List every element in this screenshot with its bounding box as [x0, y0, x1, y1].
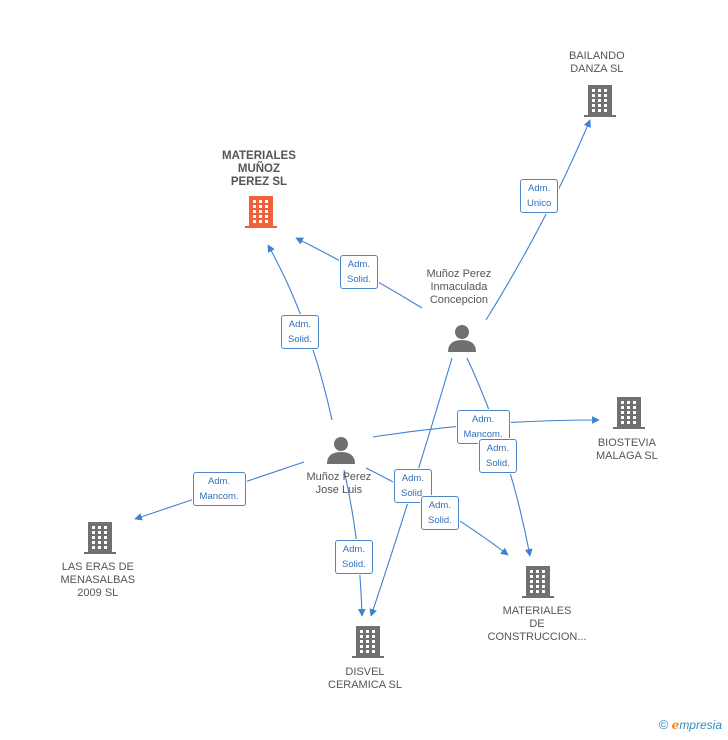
edge-label-e9: Adm. Solid.: [335, 540, 373, 574]
edge-label-line: Mancom.: [463, 429, 503, 440]
node-label-line: LAS ERAS DE: [61, 561, 134, 573]
edge-label-line: Mancom.: [199, 491, 239, 502]
edge-label-e2: Adm. Unico: [520, 179, 559, 213]
node-label-line: Muñoz Perez: [306, 471, 372, 483]
node-label-line: Muñoz Perez: [426, 268, 492, 280]
node-label-line: DISVEL: [345, 666, 385, 678]
edge-label-line: Adm.: [528, 183, 551, 194]
node-label-line: MATERIALES: [502, 605, 572, 617]
edge-inmaculada-to-bailando: [485, 119, 591, 321]
edge-label-line: Solid.: [428, 515, 452, 526]
edge-label-line: Adm.: [207, 476, 231, 487]
building-icon-las-eras[interactable]: [84, 522, 116, 554]
building-icon-materiales-munoz[interactable]: [245, 196, 277, 228]
node-label-line: CERAMICA SL: [328, 679, 402, 691]
node-label-line: 2009 SL: [77, 587, 119, 599]
edge-label-line: Solid.: [342, 559, 366, 570]
person-icon-jose-luis[interactable]: [327, 437, 355, 464]
node-label-line: Jose Luis: [315, 484, 363, 496]
edge-label-e6: Adm. Mancom.: [192, 472, 246, 506]
node-label-line: DE: [529, 618, 545, 630]
edge-label-line: Adm.: [347, 259, 370, 270]
node-label-line: PEREZ SL: [230, 176, 288, 188]
edge-label-e7: Adm. Solid.: [394, 469, 432, 503]
brand-logo-e: e: [671, 718, 680, 732]
brand-watermark: © empresia: [659, 717, 722, 732]
copyright-icon: ©: [658, 717, 669, 732]
edge-label-line: Adm.: [401, 473, 424, 484]
edge-label-line: Adm.: [288, 319, 311, 330]
node-label-line: Inmaculada: [430, 281, 488, 293]
building-icon-bailando[interactable]: [584, 85, 616, 117]
node-label-line: BIOSTEVIA: [597, 437, 656, 449]
edge-label-line: Solid.: [401, 488, 425, 499]
edge-label-e8: Adm. Solid.: [421, 496, 459, 530]
node-label-line: Concepcion: [429, 294, 488, 306]
edge-label-e1: Adm. Solid.: [340, 255, 378, 289]
edge-label-line: Solid.: [288, 334, 312, 345]
brand-logo-text: mpresia: [679, 718, 722, 732]
node-label-line: MUÑOZ: [237, 163, 281, 175]
edge-label-line: Unico: [527, 198, 552, 209]
edge-label-e5: Adm. Solid.: [479, 439, 517, 473]
edge-label-line: Solid.: [347, 274, 371, 285]
edge-label-line: Adm.: [486, 443, 509, 454]
node-label-line: CONSTRUCCION...: [487, 631, 587, 643]
node-label-line: DANZA SL: [570, 63, 624, 75]
edge-label-line: Adm.: [342, 544, 365, 555]
edge-label-line: Adm.: [471, 414, 495, 425]
node-label-line: BAILANDO: [569, 50, 625, 62]
person-icon-inmaculada[interactable]: [448, 325, 476, 352]
node-label-line: MATERIALES: [222, 150, 296, 162]
node-label-line: MENASALBAS: [60, 574, 136, 586]
building-icon-materiales-construccion[interactable]: [522, 566, 554, 598]
edge-label-e3: Adm. Solid.: [281, 315, 319, 349]
edge-label-line: Adm.: [428, 500, 451, 511]
building-icon-disvel[interactable]: [352, 626, 384, 658]
edge-label-line: Solid.: [486, 458, 510, 469]
building-icon-biostevia[interactable]: [613, 397, 645, 429]
node-label-line: MALAGA SL: [596, 450, 658, 462]
edge-label-e4: Adm. Mancom.: [456, 410, 510, 444]
